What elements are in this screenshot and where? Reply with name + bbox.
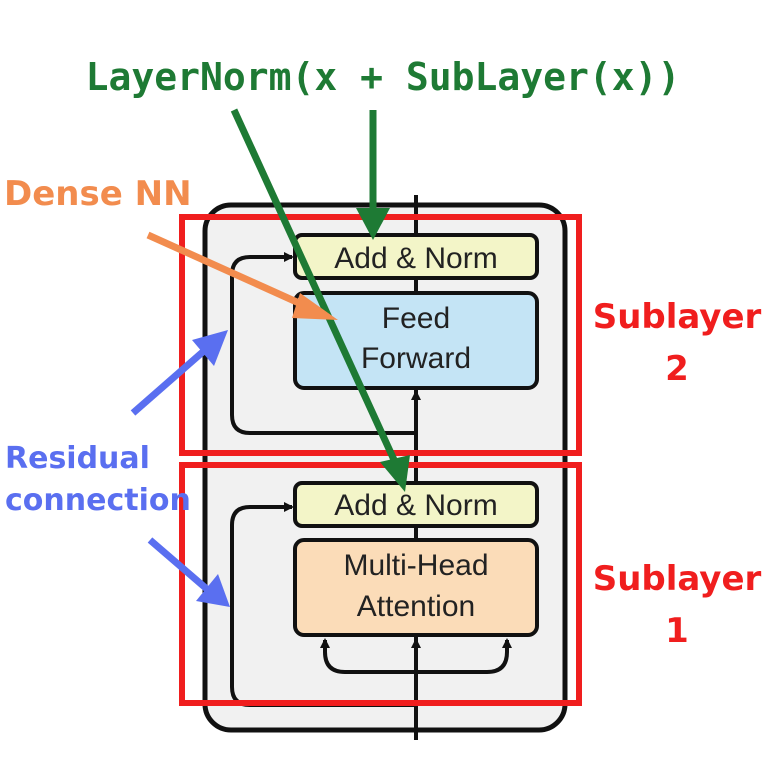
sublayer-1-frame — [179, 462, 582, 706]
sublayer-2-label-line2: 2 — [665, 349, 689, 389]
sublayer-2-label-line1: Sublayer — [593, 297, 762, 337]
add-norm-top-label: Add & Norm — [334, 242, 497, 275]
attention-input-arrow-right — [416, 638, 512, 674]
formula-text: LayerNorm(x + SubLayer(x)) — [86, 55, 681, 99]
add-norm-bottom-block: Add & Norm — [293, 481, 539, 528]
multi-head-attention-block: Multi-Head Attention — [293, 538, 539, 637]
residual-arrow-upper — [130, 330, 228, 416]
feed-forward-block: Feed Forward — [293, 291, 539, 390]
residual-label-line1: Residual — [5, 441, 150, 476]
add-norm-bottom-label: Add & Norm — [334, 489, 497, 522]
feed-forward-label-line1: Feed — [382, 302, 450, 335]
attention-label-line1: Multi-Head — [343, 549, 488, 582]
formula-arrow-to-bottom-addnorm — [230, 108, 410, 492]
attention-input-arrow-left — [320, 638, 416, 674]
attention-label-line2: Attention — [357, 590, 475, 623]
residual-path-top — [230, 252, 416, 435]
formula-arrow-to-top-addnorm — [356, 110, 390, 240]
sublayer-1-label-line2: 1 — [665, 611, 689, 651]
dense-nn-label: Dense NN — [4, 174, 192, 214]
dense-nn-arrow — [146, 231, 338, 320]
add-norm-top-block: Add & Norm — [293, 233, 539, 280]
sublayer-1-label-line1: Sublayer — [593, 559, 762, 599]
feed-forward-label-line2: Forward — [361, 342, 471, 375]
residual-arrow-lower — [147, 537, 230, 607]
residual-label-line2: connection — [5, 483, 191, 518]
